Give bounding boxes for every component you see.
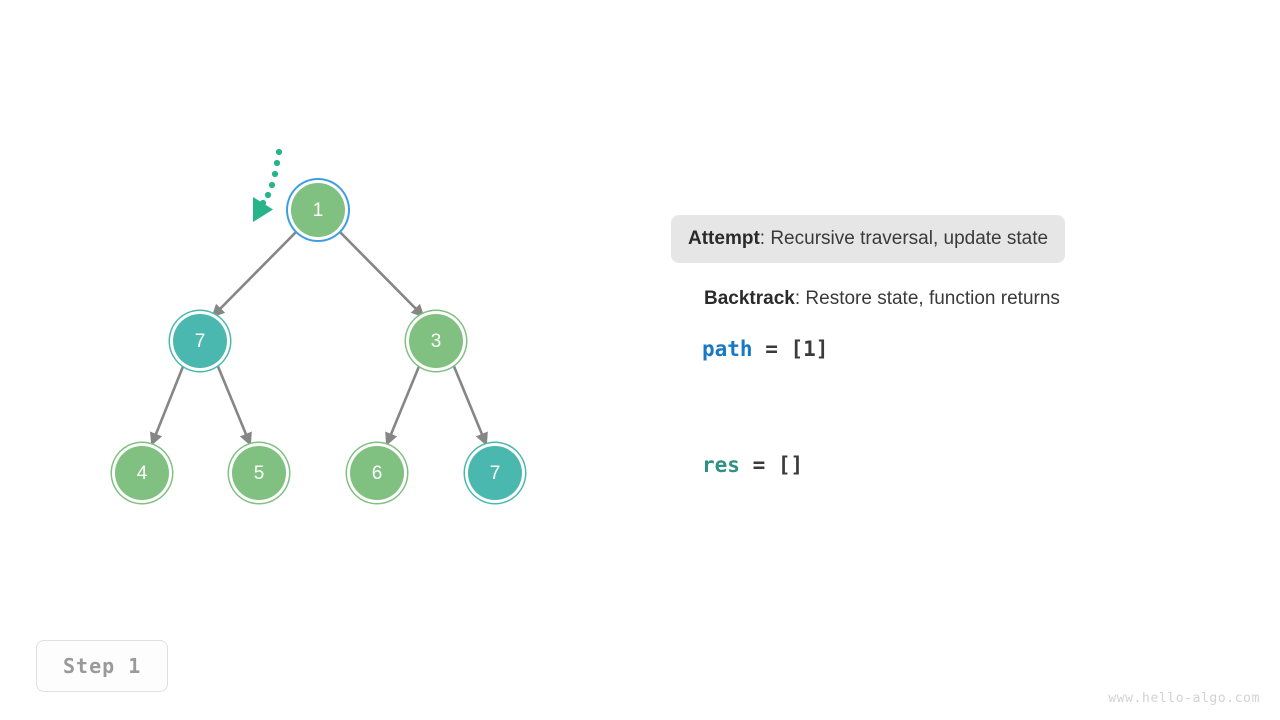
variable-res: res = []: [688, 453, 1208, 477]
attempt-text: : Recursive traversal, update state: [759, 228, 1049, 249]
tree-node-6[interactable]: 6: [350, 446, 404, 500]
tree-edges-layer: [150, 148, 488, 446]
info-panel: Attempt: Recursive traversal, update sta…: [671, 215, 1208, 477]
tree-node-5[interactable]: 5: [232, 446, 286, 500]
tree-edge-right-rightleft: [385, 363, 422, 446]
tree-edge-root-left: [211, 228, 300, 318]
variable-path-assign: =: [752, 336, 791, 361]
variable-path-name: path: [702, 336, 753, 361]
watermark: www.hello-algo.com: [1108, 691, 1260, 706]
tree-edge-left-leftleft: [150, 363, 186, 446]
variable-path-value: [1]: [790, 336, 829, 361]
entry-pointer-icon: [253, 148, 283, 222]
variable-res-assign: =: [739, 452, 778, 477]
attempt-keyword: Attempt: [688, 228, 760, 249]
backtrack-description: Backtrack: Restore state, function retur…: [688, 287, 1208, 311]
tree-node-4[interactable]: 4: [115, 446, 169, 500]
variable-path: path = [1]: [688, 337, 1208, 361]
tree-edge-right-rightright: [451, 363, 488, 446]
backtrack-text: : Restore state, function returns: [794, 287, 1060, 309]
step-badge: Step 1: [36, 640, 169, 692]
tree-diagram: 1 7 3 4 5 6 7: [0, 0, 660, 560]
tree-node-3[interactable]: 3: [409, 314, 463, 368]
attempt-description: Attempt: Recursive traversal, update sta…: [671, 215, 1066, 263]
tree-node-7-right[interactable]: 7: [468, 446, 522, 500]
tree-edge-left-leftright: [215, 363, 252, 446]
tree-node-7-left[interactable]: 7: [173, 314, 227, 368]
tree-edge-root-right: [336, 228, 425, 318]
tree-node-1[interactable]: 1: [291, 183, 345, 237]
backtrack-keyword: Backtrack: [704, 287, 795, 309]
variable-res-value: []: [777, 452, 804, 477]
variable-res-name: res: [702, 452, 740, 477]
